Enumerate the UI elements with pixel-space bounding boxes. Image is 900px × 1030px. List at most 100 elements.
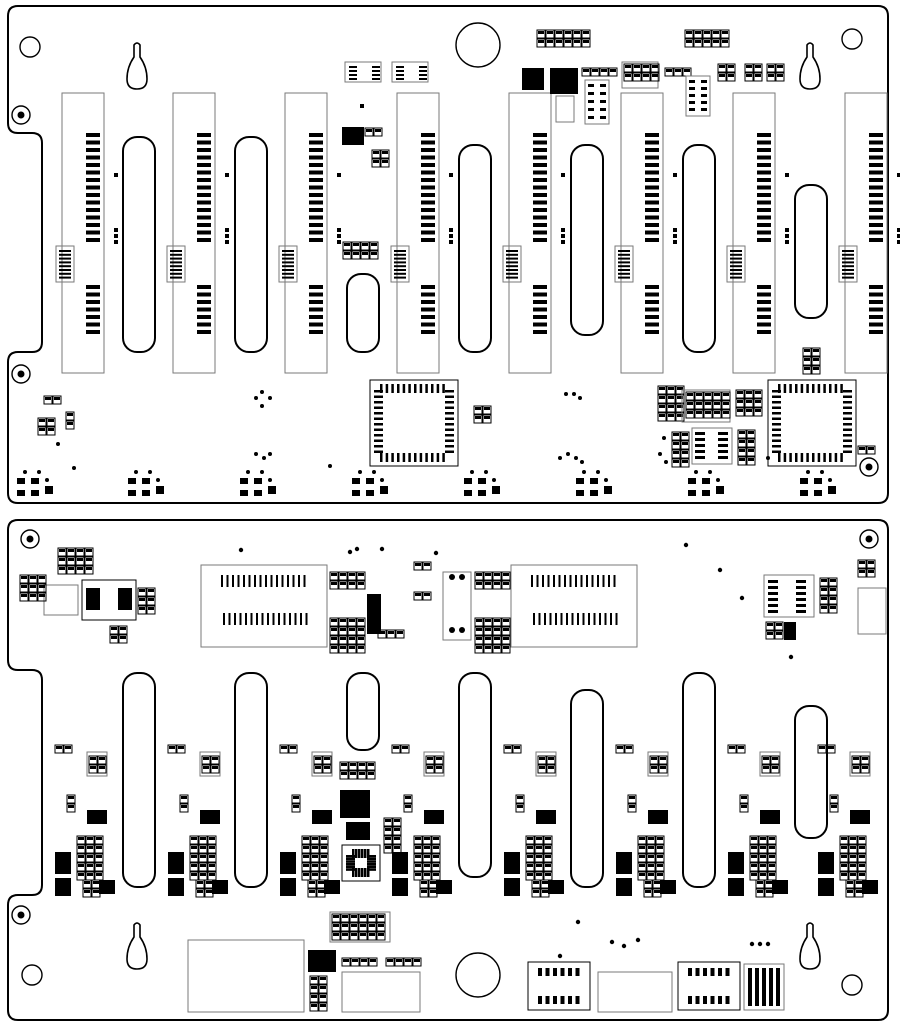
smd-pad	[574, 40, 580, 43]
smd-cell	[753, 407, 763, 417]
via	[673, 228, 677, 232]
smd-cell	[851, 755, 861, 765]
smd-pad	[687, 411, 693, 414]
smd-cell	[657, 385, 667, 395]
smd-pad	[831, 805, 837, 808]
smd-cell	[351, 250, 361, 260]
pad	[17, 478, 25, 484]
smd-pad	[772, 766, 778, 769]
connector-pin	[309, 215, 323, 220]
ic-pin	[812, 384, 815, 393]
pin	[725, 996, 730, 1004]
smd-pad	[96, 855, 102, 858]
smd-cell	[839, 853, 849, 863]
pin	[575, 996, 580, 1004]
smd-pad	[494, 573, 500, 576]
smd-pad	[39, 419, 45, 422]
smd-pad	[533, 881, 539, 884]
pad	[701, 87, 707, 90]
smd-cell	[84, 556, 94, 566]
smd-pad	[148, 598, 154, 601]
smd-cell	[685, 409, 695, 419]
smd-pad	[68, 549, 74, 552]
smd-cell	[189, 862, 199, 872]
smd-cell	[66, 565, 76, 575]
smd-cell	[350, 957, 360, 967]
connector-pin	[421, 185, 435, 190]
smd-pad	[382, 151, 388, 154]
pad	[695, 444, 705, 447]
smd-pad	[362, 243, 368, 246]
smd-cell	[839, 844, 849, 854]
ic-pin	[419, 384, 423, 393]
smd-pad	[755, 65, 761, 68]
smd-pad	[704, 31, 710, 34]
ic-pin	[772, 450, 781, 453]
pad	[688, 478, 696, 484]
pin	[593, 613, 596, 625]
smd-cell	[848, 862, 858, 872]
smd-cell	[431, 835, 441, 845]
smd-cell	[309, 975, 319, 985]
ic-pin	[772, 395, 781, 398]
smd-pad	[713, 40, 719, 43]
via	[749, 941, 755, 947]
driver-cluster	[727, 744, 788, 898]
pad	[342, 127, 364, 145]
smd-pad	[343, 959, 349, 962]
smd-cell	[339, 770, 349, 780]
ic-pin	[783, 384, 787, 393]
pin	[560, 613, 563, 625]
smd-cell	[755, 888, 765, 898]
smd-cell	[425, 764, 435, 774]
smd-pad	[371, 243, 377, 246]
ic-pin	[374, 434, 383, 437]
smd-cell	[341, 957, 351, 967]
pad	[689, 101, 695, 104]
via	[865, 463, 873, 471]
via	[114, 240, 118, 244]
pad	[99, 880, 115, 894]
smd-pad	[536, 855, 542, 858]
smd-cell	[288, 744, 298, 754]
connector-pin	[618, 250, 630, 252]
smd-pad	[751, 846, 757, 849]
smd-cell	[615, 744, 625, 754]
smd-pad	[358, 637, 364, 640]
pin	[553, 968, 557, 976]
smd-pad	[78, 873, 84, 876]
smd-pad	[494, 637, 500, 640]
driver-cluster	[817, 744, 878, 898]
ic-pin	[445, 445, 454, 448]
smd-pad	[739, 440, 745, 443]
connector-pin	[86, 285, 100, 289]
smd-cell	[474, 635, 484, 645]
bottom-components	[19, 542, 887, 1013]
connector-pin	[421, 223, 435, 227]
smd-cell	[198, 862, 208, 872]
smd-pad	[514, 746, 520, 749]
smd-cell	[744, 389, 754, 399]
smd-pad	[673, 451, 679, 454]
smd-cell	[857, 445, 867, 455]
pin	[538, 968, 542, 976]
smd-pad	[821, 606, 827, 609]
smd-cell	[347, 580, 357, 590]
smd-cell	[819, 595, 829, 605]
smd-cell	[331, 922, 341, 932]
smd-cell	[531, 888, 541, 898]
smd-cell	[358, 922, 368, 932]
smd-cell	[179, 803, 189, 813]
keyhole-slot	[126, 42, 148, 90]
smd-pad	[358, 582, 364, 585]
connector-pin	[730, 261, 742, 264]
smd-cell	[819, 577, 829, 587]
smd-pad	[433, 873, 439, 876]
via	[459, 627, 465, 633]
keyhole-slot	[799, 922, 821, 970]
smd-pad	[746, 400, 752, 403]
smd-cell	[839, 871, 849, 881]
smd-pad	[556, 40, 562, 43]
smd-cell	[331, 931, 341, 941]
pin	[558, 575, 561, 587]
